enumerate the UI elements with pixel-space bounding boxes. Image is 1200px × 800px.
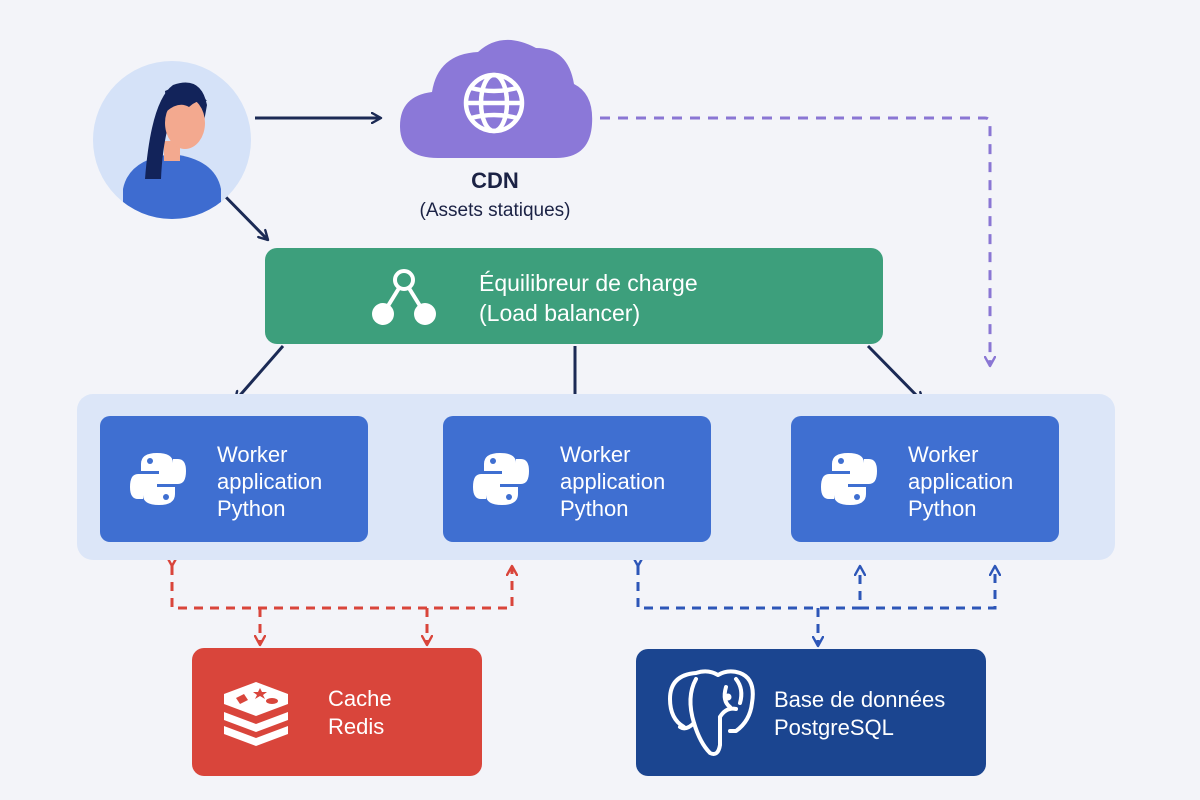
cache-label-line1: Cache — [328, 686, 392, 711]
user-avatar-icon — [123, 82, 221, 219]
python-logo-icon — [473, 453, 529, 505]
arrow-cdn-to-workers — [600, 116, 990, 366]
python-worker-1: Worker application Python — [100, 416, 368, 542]
link-workers-redis — [172, 566, 512, 645]
link-workers-postgres — [638, 566, 995, 646]
globe-icon — [463, 72, 525, 134]
user-avatar — [93, 61, 251, 219]
python-worker-3: Worker application Python — [791, 416, 1059, 542]
python-logo-icon — [130, 453, 186, 505]
postgresql-database: Base de données PostgreSQL — [636, 649, 986, 776]
python-worker-2: Worker application Python — [443, 416, 711, 542]
cdn-subtitle: (Assets statiques) — [419, 200, 571, 221]
worker-label-line1: Worker — [217, 442, 288, 467]
database-label-line2: PostgreSQL — [774, 715, 894, 740]
redis-cache: Cache Redis — [192, 648, 482, 776]
worker-label-line3: Python — [217, 496, 286, 521]
arrow-lb-to-worker-1 — [235, 345, 285, 401]
cdn-cloud — [398, 30, 594, 160]
worker-label-line2: application — [908, 469, 1014, 494]
worker-label-line2: application — [560, 469, 666, 494]
load-balancer: Équilibreur de charge (Load balancer) — [265, 248, 883, 344]
database-label-line1: Base de données — [774, 687, 946, 712]
redis-logo-icon — [224, 682, 288, 746]
worker-label-line2: application — [217, 469, 323, 494]
cdn-title: CDN — [471, 168, 519, 193]
postgresql-elephant-icon — [668, 669, 755, 756]
worker-label-line3: Python — [560, 496, 629, 521]
cache-label-line2: Redis — [328, 714, 385, 739]
load-balancer-title: Équilibreur de charge — [479, 270, 698, 296]
load-balancer-subtitle: (Load balancer) — [479, 300, 641, 326]
worker-label-line3: Python — [908, 496, 977, 521]
python-logo-icon — [821, 453, 877, 505]
worker-label-line1: Worker — [560, 442, 631, 467]
worker-label-line1: Worker — [908, 442, 979, 467]
arrow-lb-to-worker-3 — [866, 344, 923, 402]
network-nodes-icon — [372, 269, 436, 325]
